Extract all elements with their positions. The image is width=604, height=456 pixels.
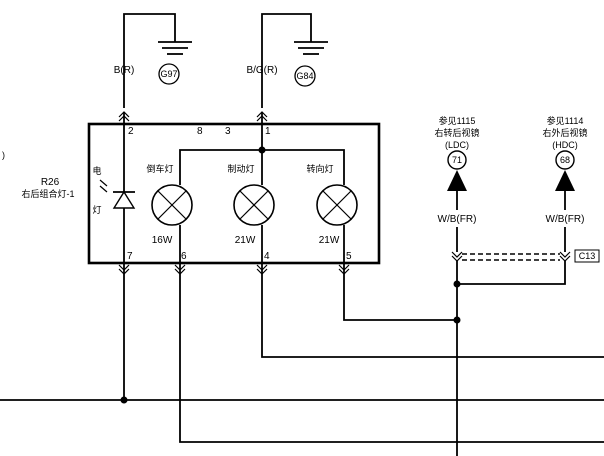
pin-2: 2	[128, 126, 134, 137]
bulb-name-reverse: 倒车灯	[146, 163, 173, 174]
pin-7: 7	[127, 251, 133, 262]
edge-mark: )	[2, 150, 5, 160]
ground-g84: G84	[261, 13, 328, 108]
led-diode	[99, 179, 136, 209]
bulb-watt-reverse: 16W	[152, 235, 173, 246]
bulb-watt-brake: 21W	[235, 235, 256, 246]
ground-label-g84: G84	[296, 71, 313, 81]
led-label-top: 电	[92, 165, 101, 176]
connector-c13: C13	[579, 251, 596, 261]
top-connector-marks	[118, 111, 268, 122]
ref-title-hdc: 参见1114	[547, 115, 584, 126]
pin-3: 3	[225, 126, 231, 137]
wire-pin6	[179, 263, 604, 443]
ref-hdc: 参见1114 右外后视镜 (HDC) 68 W/B(FR)	[542, 115, 587, 225]
ref-code-hdc: (HDC)	[552, 140, 578, 150]
bulb-name-brake: 制动灯	[227, 163, 254, 174]
ref-wire-hdc: W/B(FR)	[546, 214, 585, 225]
bulb-brake	[233, 184, 275, 226]
pin-8: 8	[197, 126, 203, 137]
bulb-reverse	[151, 184, 193, 226]
ref-wire-ldc: W/B(FR)	[438, 214, 477, 225]
ref-subtitle-ldc: 右转后视镜	[434, 127, 479, 138]
bottom-connector-marks	[118, 264, 350, 275]
pin-5: 5	[346, 251, 352, 262]
wire-label-b-r: B(R)	[114, 65, 135, 76]
pin-4: 4	[264, 251, 270, 262]
pin-1: 1	[265, 126, 271, 137]
component-name: 右后组合灯-1	[21, 188, 74, 199]
bulb-watt-turn: 21W	[319, 235, 340, 246]
wire-label-bg-r: B/G(R)	[246, 65, 277, 76]
bulb-name-turn: 转向灯	[306, 163, 333, 174]
ref-ldc: 参见1115 右转后视镜 (LDC) 71 W/B(FR)	[434, 115, 479, 225]
component-id: R26	[41, 177, 60, 188]
bulb-turn	[316, 184, 358, 226]
ground-label-g97: G97	[160, 69, 177, 79]
ref-subtitle-hdc: 右外后视镜	[542, 127, 587, 138]
ground-g97: G97	[123, 13, 192, 108]
pin-6: 6	[181, 251, 187, 262]
wire-pin5	[343, 263, 457, 321]
led-label-bottom: 灯	[92, 205, 101, 215]
ref-title-ldc: 参见1115	[439, 115, 476, 126]
ref-num-hdc: 68	[560, 155, 570, 165]
wire-pin4	[261, 263, 604, 358]
component-box-r26	[87, 122, 381, 265]
ref-code-ldc: (LDC)	[445, 140, 469, 150]
ref-num-ldc: 71	[452, 155, 462, 165]
